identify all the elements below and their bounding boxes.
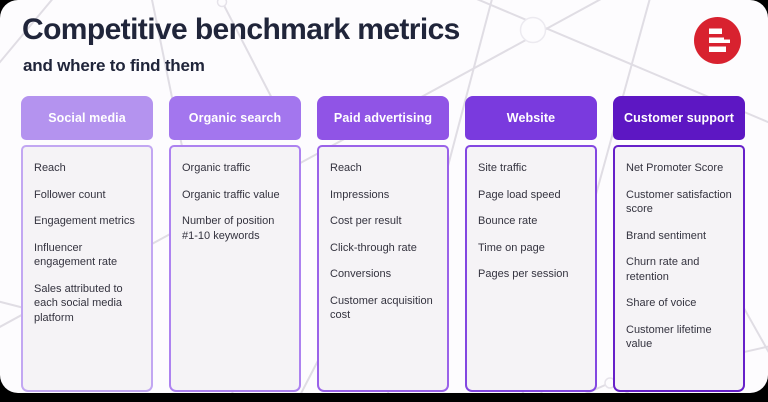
metric-item: Customer satisfaction score — [626, 188, 732, 216]
metric-item: Organic traffic — [182, 162, 251, 174]
metric-item: Time on page — [478, 241, 545, 254]
metric-item: Follower count — [34, 188, 106, 201]
metric-item: Reach — [330, 162, 362, 174]
network-node-large — [519, 16, 547, 44]
card-body-paid-advertising: Reach Impressions Cost per result Click-… — [317, 145, 449, 392]
card-header-customer-support: Customer support — [613, 96, 745, 140]
card-organic-search: Organic search Organic traffic Organic t… — [169, 96, 301, 392]
card-customer-support: Customer support Net Promoter Score Cust… — [613, 96, 745, 392]
metric-item: Customer lifetime value — [626, 323, 712, 351]
metric-item: Sales attributed to each social media pl… — [34, 282, 123, 324]
card-header-organic-search: Organic search — [169, 96, 301, 140]
metric-item: Influencer engagement rate — [34, 241, 118, 269]
metric-item: Cost per result — [330, 215, 402, 228]
card-header-social-media: Social media — [21, 96, 153, 140]
bar-chart-logo-icon — [694, 17, 741, 64]
metric-item: Net Promoter Score — [626, 162, 724, 174]
card-header-website: Website — [465, 96, 597, 140]
metric-columns: Social media Reach Follower count Engage… — [21, 96, 745, 392]
metric-item: Customer acquisition cost — [330, 294, 433, 322]
card-body-social-media: Reach Follower count Engagement metrics … — [21, 145, 153, 392]
metric-item: Pages per session — [478, 268, 569, 281]
card-website: Website Site traffic Page load speed Bou… — [465, 96, 597, 392]
card-paid-advertising: Paid advertising Reach Impressions Cost … — [317, 96, 449, 392]
metric-item: Brand sentiment — [626, 229, 707, 242]
card-header-paid-advertising: Paid advertising — [317, 96, 449, 140]
page-subtitle: and where to find them — [23, 56, 205, 75]
metric-item: Page load speed — [478, 188, 561, 201]
metric-item: Bounce rate — [478, 215, 538, 228]
infographic-canvas: Competitive benchmark metrics and where … — [0, 0, 768, 393]
card-body-organic-search: Organic traffic Organic traffic value Nu… — [169, 145, 301, 392]
metric-item: Number of position #1-10 keywords — [182, 215, 275, 242]
metric-item: Conversions — [330, 268, 392, 281]
card-body-website: Site traffic Page load speed Bounce rate… — [465, 145, 597, 392]
metric-item: Share of voice — [626, 297, 697, 310]
metric-item: Churn rate and retention — [626, 256, 700, 283]
metric-item: Reach — [34, 162, 66, 174]
metric-item: Engagement metrics — [34, 215, 135, 228]
metric-item: Organic traffic value — [182, 188, 280, 201]
card-social-media: Social media Reach Follower count Engage… — [21, 96, 153, 392]
metric-item: Impressions — [330, 188, 390, 201]
page-title: Competitive benchmark metrics — [22, 13, 460, 46]
metric-item: Site traffic — [478, 162, 527, 174]
metric-item: Click-through rate — [330, 241, 417, 254]
card-body-customer-support: Net Promoter Score Customer satisfaction… — [613, 145, 745, 392]
network-node-small — [216, 0, 228, 8]
